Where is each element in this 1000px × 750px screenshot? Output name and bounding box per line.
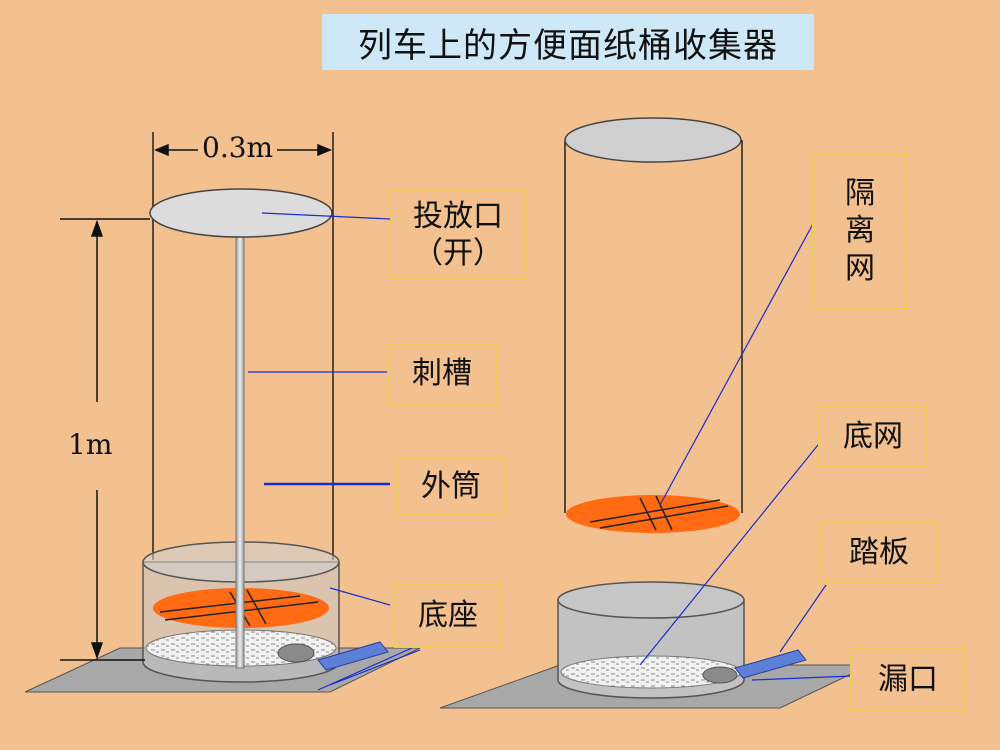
label-bottom-mesh: 底网 [818,406,928,468]
label-base: 底座 [394,584,502,648]
height-dimension-label: 1m [68,428,113,461]
label-divider-mesh: 隔 离 网 [812,153,908,309]
inlet-opening [149,188,333,238]
width-dimension-label: 0.3m [198,131,278,164]
label-divider-mesh-char3: 网 [845,250,875,286]
label-divider-mesh-char1: 隔 [845,175,875,211]
right-assembly [439,117,871,709]
pedal-right [734,649,807,679]
left-assembly [24,132,421,693]
page-title: 列车上的方便面纸桶收集器 [322,14,814,70]
label-pedal: 踏板 [820,522,938,584]
upper-tube [564,117,743,533]
leaders-left [248,212,421,691]
label-inlet: 投放口 （开） [390,190,526,280]
label-outer-tube: 外筒 [396,458,506,516]
label-inlet-line2: （开） [413,236,503,271]
leaders-right [639,221,853,681]
label-spike-slot: 刺槽 [387,343,497,405]
label-inlet-line1: 投放口 [413,198,503,234]
spike-pole [235,205,245,669]
height-dimension [60,218,150,661]
label-drain: 漏口 [850,648,966,712]
pedal-left [317,641,389,671]
right-base [557,581,745,699]
label-divider-mesh-char2: 离 [845,213,875,249]
